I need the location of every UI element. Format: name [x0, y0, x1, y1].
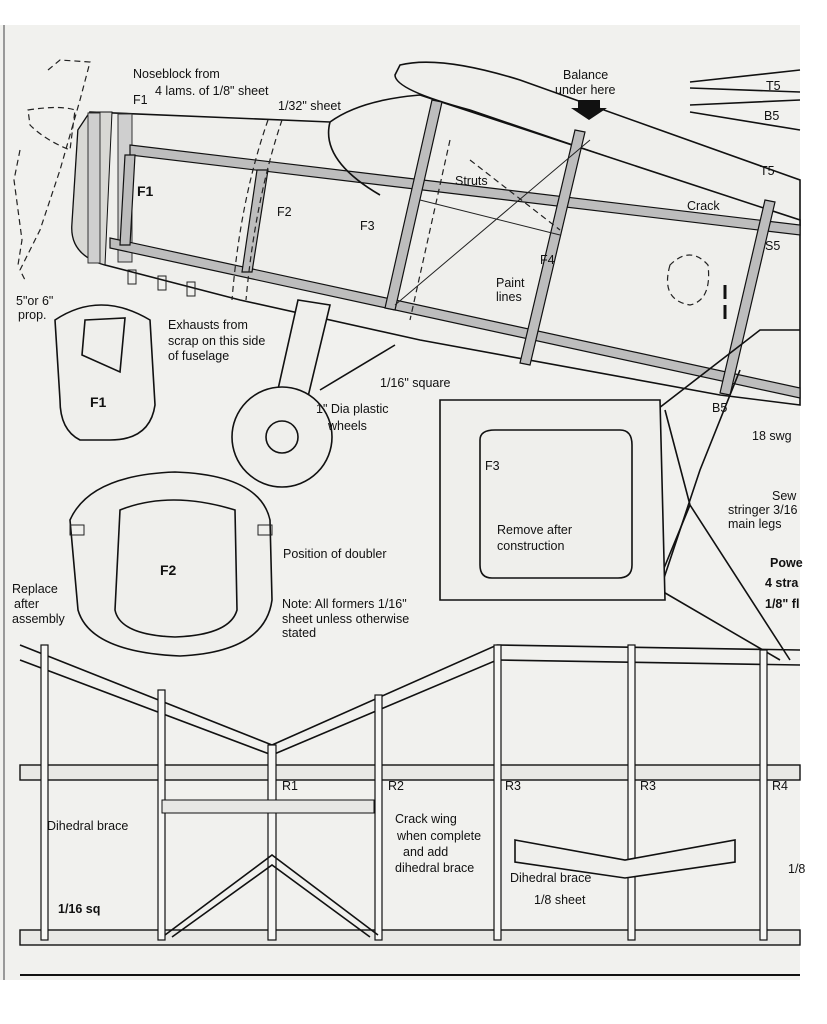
- rib-r2-label: R2: [388, 779, 404, 793]
- former-f2-label: F2: [160, 562, 177, 578]
- power-label-1: Powe: [770, 556, 803, 570]
- t5-label: T5: [760, 164, 775, 178]
- brace-sheet-label-2: 1/8 sheet: [534, 893, 586, 907]
- doubler-label: Position of doubler: [283, 547, 387, 561]
- noseblock-label-line1: Noseblock from: [133, 67, 220, 81]
- rib-r3b-label: R3: [640, 779, 656, 793]
- balance-label-2: under here: [555, 83, 616, 97]
- s5-label: S5: [765, 239, 780, 253]
- crack-label: Crack: [687, 199, 720, 213]
- former-f3: [439, 399, 666, 601]
- brace-sheet-label-1: Dihedral brace: [510, 871, 591, 885]
- former-f1-label: F1: [90, 394, 107, 410]
- annotations: Noseblock from 4 lams. of 1/8" sheet F1 …: [12, 67, 805, 916]
- wing-plan-view: [19, 644, 801, 976]
- exhausts-label-1: Exhausts from: [168, 318, 248, 332]
- f1-side-label: F1: [137, 183, 154, 199]
- remove-label-1: Remove after: [497, 523, 572, 537]
- prop-label-2: prop.: [18, 308, 47, 322]
- tail-part-b5-label: B5: [764, 109, 779, 123]
- paint-lines-label-2: lines: [496, 290, 522, 304]
- rib-r1-label: R1: [282, 779, 298, 793]
- crack-wing-label-4: dihedral brace: [395, 861, 474, 875]
- note-label-3: stated: [282, 626, 316, 640]
- wheel: [231, 386, 333, 488]
- sew-label-3: main legs: [728, 517, 782, 531]
- tail-parts: T5 B5: [689, 69, 801, 131]
- former-f2: [69, 471, 273, 657]
- f3-side-label: F3: [360, 219, 375, 233]
- former-f1: [54, 304, 156, 441]
- rib-r4-label: R4: [772, 779, 788, 793]
- crack-wing-label-1: Crack wing: [395, 812, 457, 826]
- sheet-32-label: 1/32" sheet: [278, 99, 341, 113]
- f4-side-label: F4: [540, 253, 555, 267]
- exhausts-label-3: of fuselage: [168, 349, 229, 363]
- wheels-label-2: wheels: [327, 419, 367, 433]
- square-label: 1/16" square: [380, 376, 451, 390]
- remove-label-2: construction: [497, 539, 564, 553]
- b5-label: B5: [712, 401, 727, 415]
- struts-label: Struts: [455, 174, 488, 188]
- edge-label: 1/8: [788, 862, 805, 876]
- undercarriage: [231, 299, 800, 661]
- prop-label-1: 5"or 6": [16, 294, 53, 308]
- replace-label-2: after: [14, 597, 39, 611]
- noseblock-label-line2: 4 lams. of 1/8" sheet: [155, 84, 269, 98]
- propeller-outline: [13, 59, 91, 281]
- note-label-2: sheet unless otherwise: [282, 612, 409, 626]
- fuselage-side-view: [71, 94, 801, 406]
- replace-label-3: assembly: [12, 612, 66, 626]
- rib-r3-label: R3: [505, 779, 521, 793]
- wire-label: 18 swg: [752, 429, 792, 443]
- paint-lines-label-1: Paint: [496, 276, 525, 290]
- replace-label-1: Replace: [12, 582, 58, 596]
- exhausts-label-2: scrap on this side: [168, 334, 265, 348]
- sew-label-2: stringer 3/16: [728, 503, 798, 517]
- wheels-label-1: 1" Dia plastic: [316, 402, 389, 416]
- crack-wing-label-3: and add: [403, 845, 448, 859]
- balance-arrow-icon: [571, 100, 607, 120]
- tail-part-t5-label: T5: [766, 79, 781, 93]
- power-label-2: 4 stra: [765, 576, 799, 590]
- sew-label-1: Sew: [772, 489, 797, 503]
- note-label-1: Note: All formers 1/16": [282, 597, 407, 611]
- power-label-3: 1/8" fl: [765, 597, 799, 611]
- dihedral-brace-label: Dihedral brace: [47, 819, 128, 833]
- crack-wing-label-2: when complete: [396, 829, 481, 843]
- sq-label: 1/16 sq: [58, 902, 100, 916]
- former-f3-label: F3: [485, 459, 500, 473]
- f1-top-label: F1: [133, 93, 148, 107]
- wing-section: [394, 61, 801, 227]
- balance-label-1: Balance: [563, 68, 608, 82]
- f2-side-label: F2: [277, 205, 292, 219]
